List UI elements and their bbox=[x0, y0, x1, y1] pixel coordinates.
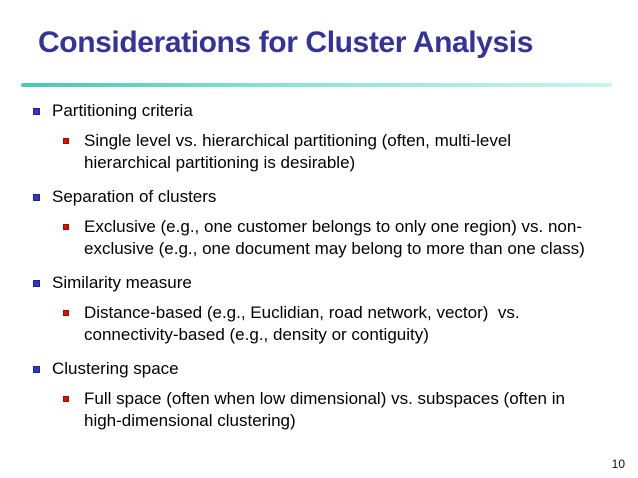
bullet-text: Clustering space bbox=[52, 358, 638, 380]
bullet-item-level1: Partitioning criteria bbox=[0, 100, 638, 122]
bullet-text-line: Distance-based (e.g., Euclidian, road ne… bbox=[84, 303, 520, 322]
bullet-text-line: Similarity measure bbox=[52, 273, 192, 292]
bullet-text-line: Exclusive (e.g., one customer belongs to… bbox=[84, 217, 582, 236]
bullet-text-line: connectivity-based (e.g., density or con… bbox=[84, 325, 429, 344]
bullet-text: Separation of clusters bbox=[52, 186, 638, 208]
bullet-text-line: Single level vs. hierarchical partitioni… bbox=[84, 131, 512, 150]
bullet-text-line: exclusive (e.g., one document may belong… bbox=[84, 239, 585, 258]
level2-square-bullet-icon bbox=[63, 396, 69, 402]
bullet-item-level1: Similarity measure bbox=[0, 272, 638, 294]
bullet-text: Single level vs. hierarchical partitioni… bbox=[84, 130, 638, 174]
bullet-item-level1: Clustering space bbox=[0, 358, 638, 380]
bullet-item-level1: Separation of clusters bbox=[0, 186, 638, 208]
bullet-text-line: Partitioning criteria bbox=[52, 101, 193, 120]
bullet-item-level2: Exclusive (e.g., one customer belongs to… bbox=[0, 216, 638, 260]
title-divider bbox=[21, 83, 612, 87]
page-number: 10 bbox=[611, 457, 625, 471]
bullet-text: Partitioning criteria bbox=[52, 100, 638, 122]
level1-square-bullet-icon bbox=[33, 280, 40, 287]
bullet-text: Exclusive (e.g., one customer belongs to… bbox=[84, 216, 638, 260]
bullet-text-line: Separation of clusters bbox=[52, 187, 217, 206]
bullet-item-level2: Full space (often when low dimensional) … bbox=[0, 388, 638, 432]
bullet-text-line: hierarchical partitioning is desirable) bbox=[84, 153, 356, 172]
level1-square-bullet-icon bbox=[33, 366, 40, 373]
bullet-text-line: Full space (often when low dimensional) … bbox=[84, 389, 565, 408]
bullet-text: Full space (often when low dimensional) … bbox=[84, 388, 638, 432]
level2-square-bullet-icon bbox=[63, 310, 69, 316]
bullet-item-level2: Distance-based (e.g., Euclidian, road ne… bbox=[0, 302, 638, 346]
bullet-item-level2: Single level vs. hierarchical partitioni… bbox=[0, 130, 638, 174]
level2-square-bullet-icon bbox=[63, 138, 69, 144]
bullet-text-line: Clustering space bbox=[52, 359, 179, 378]
level1-square-bullet-icon bbox=[33, 108, 40, 115]
level2-square-bullet-icon bbox=[63, 224, 69, 230]
level1-square-bullet-icon bbox=[33, 194, 40, 201]
bullet-text-line: high-dimensional clustering) bbox=[84, 411, 296, 430]
slide-title: Considerations for Cluster Analysis bbox=[38, 26, 534, 59]
bullet-text: Similarity measure bbox=[52, 272, 638, 294]
bullet-text: Distance-based (e.g., Euclidian, road ne… bbox=[84, 302, 638, 346]
